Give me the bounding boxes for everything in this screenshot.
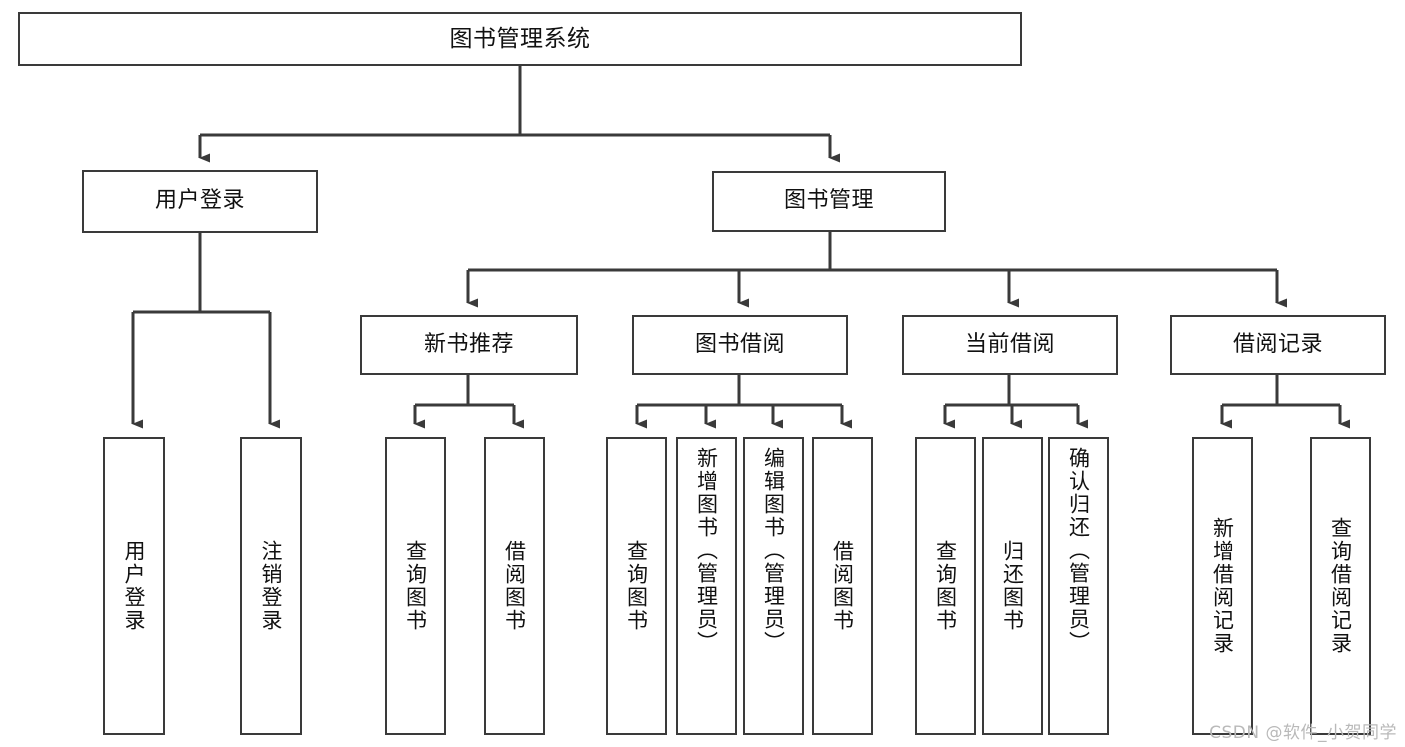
node-label: 注销登录 bbox=[259, 540, 284, 632]
node-label: 查询图书 bbox=[933, 540, 958, 632]
node-book-management[interactable]: 图书管理 bbox=[712, 171, 946, 232]
node-label: 图书管理 bbox=[783, 188, 874, 214]
node-label: 借阅图书 bbox=[830, 540, 855, 632]
node-label: 编辑图书（管理员） bbox=[761, 447, 786, 654]
node-label: 查询图书 bbox=[403, 540, 428, 632]
node-label: 图书管理系统 bbox=[449, 25, 591, 52]
leaf-logout-login[interactable]: 注销登录 bbox=[240, 437, 302, 735]
node-label: 确认归还（管理员） bbox=[1066, 447, 1091, 654]
leaf-query-book-borrow[interactable]: 查询图书 bbox=[606, 437, 667, 735]
node-label: 查询借阅记录 bbox=[1328, 517, 1353, 655]
node-new-book-recommend[interactable]: 新书推荐 bbox=[360, 315, 578, 375]
node-label: 查询图书 bbox=[624, 540, 649, 632]
node-label: 用户登录 bbox=[122, 540, 147, 632]
leaf-query-book-current[interactable]: 查询图书 bbox=[915, 437, 976, 735]
node-label: 借阅记录 bbox=[1232, 331, 1323, 357]
node-label: 用户登录 bbox=[154, 188, 245, 214]
node-label: 新增借阅记录 bbox=[1210, 517, 1235, 655]
leaf-query-borrow-record[interactable]: 查询借阅记录 bbox=[1310, 437, 1371, 735]
leaf-borrow-book-recommend[interactable]: 借阅图书 bbox=[484, 437, 545, 735]
node-book-borrow[interactable]: 图书借阅 bbox=[632, 315, 848, 375]
leaf-add-borrow-record[interactable]: 新增借阅记录 bbox=[1192, 437, 1253, 735]
leaf-borrow-book-borrow[interactable]: 借阅图书 bbox=[812, 437, 873, 735]
node-user-login[interactable]: 用户登录 bbox=[82, 170, 318, 233]
node-label: 新增图书（管理员） bbox=[694, 447, 719, 654]
node-label: 借阅图书 bbox=[502, 540, 527, 632]
node-label: 归还图书 bbox=[1000, 540, 1025, 632]
node-label: 新书推荐 bbox=[423, 331, 514, 357]
csdn-watermark: CSDN @软件_小贺同学 bbox=[1209, 723, 1397, 743]
leaf-edit-book-admin[interactable]: 编辑图书（管理员） bbox=[743, 437, 804, 735]
leaf-confirm-return-admin[interactable]: 确认归还（管理员） bbox=[1048, 437, 1109, 735]
leaf-user-login[interactable]: 用户登录 bbox=[103, 437, 165, 735]
leaf-query-book-recommend[interactable]: 查询图书 bbox=[385, 437, 446, 735]
node-label: 当前借阅 bbox=[964, 331, 1055, 357]
node-label: 图书借阅 bbox=[694, 331, 785, 357]
leaf-return-book[interactable]: 归还图书 bbox=[982, 437, 1043, 735]
node-root-system[interactable]: 图书管理系统 bbox=[18, 12, 1022, 66]
node-current-borrow[interactable]: 当前借阅 bbox=[902, 315, 1118, 375]
leaf-add-book-admin[interactable]: 新增图书（管理员） bbox=[676, 437, 737, 735]
node-borrow-record[interactable]: 借阅记录 bbox=[1170, 315, 1386, 375]
